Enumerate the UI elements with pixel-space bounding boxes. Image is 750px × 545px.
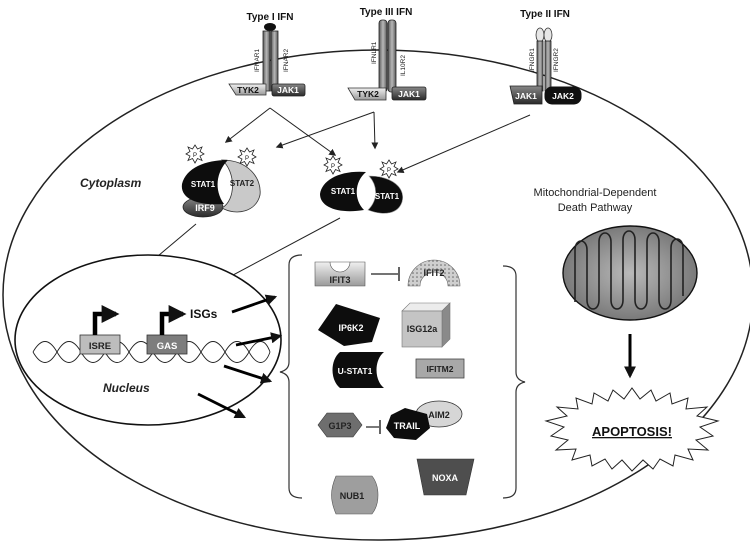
jak2-shape xyxy=(544,86,582,105)
apoptosis-label: APOPTOSIS! xyxy=(592,424,672,439)
tyk2-shape xyxy=(228,83,267,96)
isg-right-bracket xyxy=(502,265,526,499)
type1-receptor: Type I IFN IFNAR1 IFNAR2 TYK2 JAK1 xyxy=(228,12,306,97)
mitochondrion xyxy=(562,225,698,321)
jak1-shape-2 xyxy=(391,86,427,101)
phospho-label-3: P xyxy=(331,164,335,170)
ifitm2-item: IFITM2 xyxy=(415,358,465,379)
nub1-label: NUB1 xyxy=(340,491,365,501)
cytoplasm-label: Cytoplasm xyxy=(80,176,142,190)
ustat1-label: U-STAT1 xyxy=(338,366,373,376)
isg-left-bracket xyxy=(279,254,303,499)
ifngr2-chain xyxy=(544,40,552,92)
ustat1-item: U-STAT1 xyxy=(332,352,384,388)
ifit2-label: IFIT2 xyxy=(423,268,444,278)
nub1-item: NUB1 xyxy=(331,475,379,515)
type2-receptor: Type II IFN IFNGR1 IFNGR2 JAK1 JAK2 xyxy=(509,9,582,105)
mito-title-line2: Death Pathway xyxy=(558,202,633,214)
stat1-label-c: STAT1 xyxy=(375,192,400,201)
ip6k2-item: IP6K2 xyxy=(318,304,380,346)
phospho-label-2: P xyxy=(245,156,249,162)
type3-title: Type III IFN xyxy=(360,7,413,18)
stat1-shape-a xyxy=(181,160,228,205)
phospho-star-1: P xyxy=(185,144,205,164)
isgf3-complex: P P IRF9 STAT2 STAT1 xyxy=(181,144,261,218)
type2-ligand-b xyxy=(543,27,553,43)
phospho-star-2: P xyxy=(237,147,257,167)
stat1-shape-c xyxy=(367,175,403,214)
il10r2-chain xyxy=(387,19,397,93)
ifnar1-label: IFNAR1 xyxy=(254,49,261,73)
phospho-label-4: P xyxy=(387,168,391,174)
ifngr1-label: IFNGR1 xyxy=(529,48,536,72)
isre-box xyxy=(79,334,121,355)
ifngr2-label: IFNGR2 xyxy=(553,48,560,72)
ifnar1-chain xyxy=(262,30,271,92)
phospho-star-3: P xyxy=(323,155,343,175)
mito-title-line1: Mitochondrial-Dependent xyxy=(534,187,657,199)
ifit3-label: IFIT3 xyxy=(329,275,350,285)
il10r2-label: IL10R2 xyxy=(400,55,407,76)
g1p3-item: G1P3 xyxy=(317,412,363,438)
arrow-type2-stat11 xyxy=(396,114,531,173)
jak1-shape-1 xyxy=(271,83,306,97)
gaf-complex: P P STAT1 STAT1 xyxy=(320,155,403,214)
stat1-label-a: STAT1 xyxy=(191,180,216,189)
activation-arrows xyxy=(224,107,531,173)
ip6k2-label: IP6K2 xyxy=(338,323,363,333)
apoptosis-burst: APOPTOSIS! xyxy=(544,387,720,472)
jak1-label-3: JAK1 xyxy=(515,91,537,101)
tyk2-label-2: TYK2 xyxy=(357,89,379,99)
isgs-label: ISGs xyxy=(190,307,218,321)
phospho-star-4: P xyxy=(379,159,399,179)
ifnlr1-chain xyxy=(378,19,388,93)
ifit2-item: IFIT2 xyxy=(407,259,461,287)
type2-ligand-a xyxy=(535,27,545,43)
type2-title: Type II IFN xyxy=(520,9,570,20)
mito-cristae xyxy=(574,230,684,310)
jak1-label-2: JAK1 xyxy=(398,89,420,99)
isre-label: ISRE xyxy=(89,341,111,352)
isg-output-arrows xyxy=(197,294,283,419)
jak2-label: JAK2 xyxy=(552,91,574,101)
nucleus-label: Nucleus xyxy=(103,381,150,395)
ifnar2-label: IFNAR2 xyxy=(283,49,290,73)
isre-transcription-arrow xyxy=(92,305,120,335)
ifitm2-label: IFITM2 xyxy=(427,364,454,374)
trail-item: TRAIL xyxy=(386,408,430,440)
gas-box xyxy=(146,334,188,355)
noxa-label: NOXA xyxy=(432,473,459,483)
gas-label: GAS xyxy=(157,341,178,352)
gas-transcription-arrow xyxy=(159,305,187,335)
ifngr1-chain xyxy=(536,40,544,92)
tyk2-shape-2 xyxy=(347,87,387,101)
g1p3-label: G1P3 xyxy=(328,421,351,431)
stat1-shape-b xyxy=(320,171,366,212)
type1-title: Type I IFN xyxy=(246,12,293,23)
trail-label: TRAIL xyxy=(394,421,421,431)
arrow-type3-stat11 xyxy=(371,111,379,150)
stat2-shape xyxy=(220,159,261,213)
irf9-label: IRF9 xyxy=(195,203,215,213)
tyk2-label-1: TYK2 xyxy=(237,85,259,95)
aim2-label: AIM2 xyxy=(428,410,450,420)
stat1-label-b: STAT1 xyxy=(331,187,356,196)
type1-ligand xyxy=(264,23,276,31)
jak1-label-1: JAK1 xyxy=(277,85,299,95)
isg12a-label: ISG12a xyxy=(407,324,439,334)
ifit3-item: IFIT3 xyxy=(314,261,366,287)
arrow-type1-stat12 xyxy=(224,107,271,143)
stat2-label: STAT2 xyxy=(230,179,255,188)
jak1-shape-3 xyxy=(509,85,543,105)
ifnlr1-label: IFNLR1 xyxy=(371,41,378,64)
arrow-type1-stat11 xyxy=(269,107,337,156)
isg12a-item: ISG12a xyxy=(401,302,451,348)
type3-receptor: Type III IFN IFNLR1 IL10R2 TYK2 JAK1 xyxy=(347,7,427,101)
noxa-item: NOXA xyxy=(416,458,475,496)
arrow-type3-stat12 xyxy=(275,111,375,149)
phospho-label-1: P xyxy=(193,153,197,159)
ifnar2-chain xyxy=(270,30,279,92)
